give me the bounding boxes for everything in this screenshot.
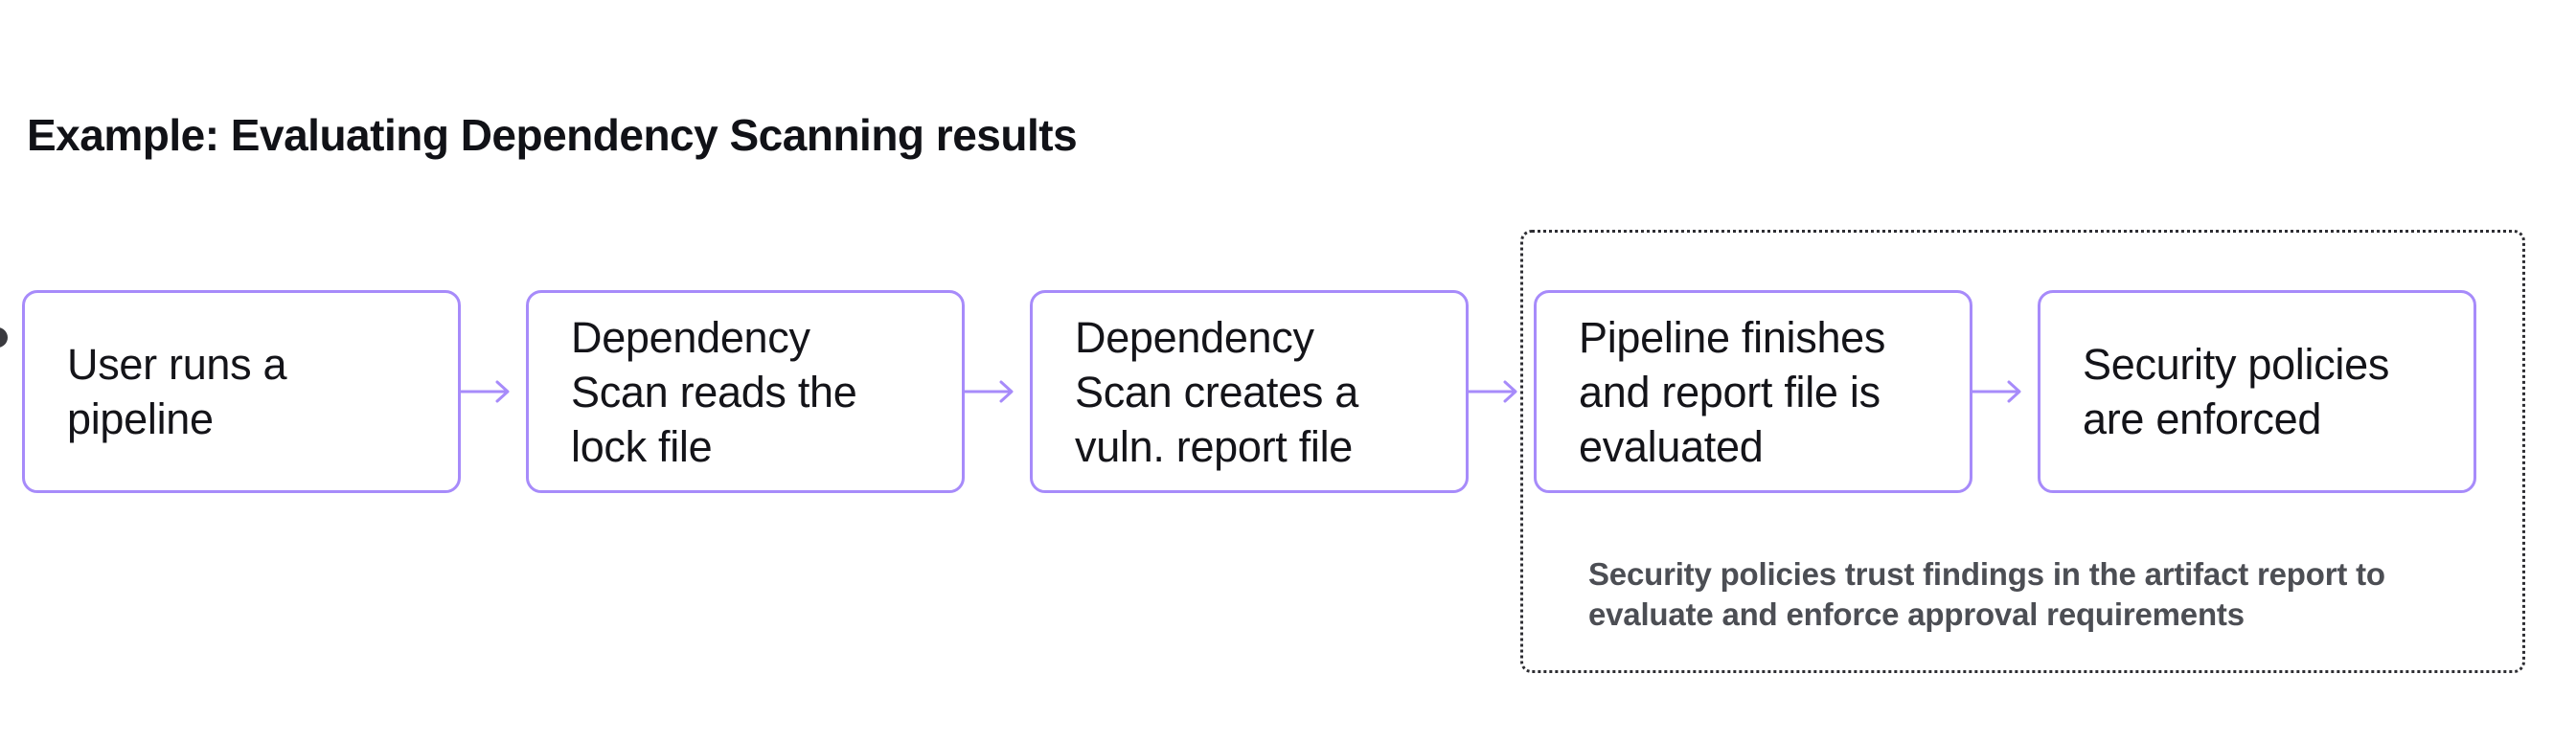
flow-step-user-runs-pipeline: User runs a pipeline (22, 290, 461, 493)
flow-step-label: Dependency Scan reads the lock file (571, 312, 857, 471)
arrow-head (2007, 380, 2021, 403)
flow-step-policies-enforced: Security policies are enforced (2038, 290, 2476, 493)
arrow-head (999, 380, 1014, 403)
flow-step-pipeline-finishes-evaluated: Pipeline finishes and report file is eva… (1534, 290, 1972, 493)
policy-evaluation-group: Security policies trust findings in the … (1520, 230, 2525, 673)
arrow-head (495, 380, 510, 403)
arrow-head (1503, 380, 1517, 403)
flow-step-label: Dependency Scan creates a vuln. report f… (1075, 312, 1358, 471)
flow-step-label: User runs a pipeline (67, 340, 287, 443)
flow-step-label: Security policies are enforced (2083, 340, 2390, 443)
flow-step-scan-reads-lock-file: Dependency Scan reads the lock file (526, 290, 965, 493)
policy-group-note: Security policies trust findings in the … (1588, 556, 2385, 632)
flow-step-scan-creates-report: Dependency Scan creates a vuln. report f… (1030, 290, 1469, 493)
arrow-right-icon (963, 380, 1014, 403)
left-edge-clipped-circle (0, 327, 8, 348)
diagram-title: Example: Evaluating Dependency Scanning … (27, 109, 1078, 160)
arrow-right-icon (1467, 380, 1517, 403)
flow-step-label: Pipeline finishes and report file is eva… (1579, 312, 1886, 471)
arrow-right-icon (459, 380, 510, 403)
arrow-right-icon (1971, 380, 2021, 403)
